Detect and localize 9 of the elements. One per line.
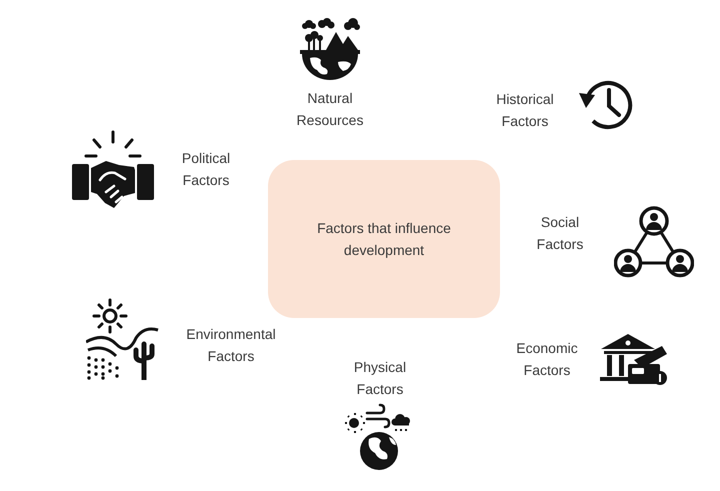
factor-label: Natural Resources <box>296 89 364 130</box>
factor-label: Physical Factors <box>354 358 406 399</box>
factor-label: Environmental Factors <box>186 325 276 366</box>
factor-label: Political Factors <box>182 149 230 190</box>
factor-label: Economic Factors <box>516 339 578 380</box>
factor-label: Social Factors <box>536 213 584 254</box>
topic-box <box>268 160 500 318</box>
factor-label: Historical Factors <box>496 90 554 131</box>
topic-text: Factors that influence development <box>316 219 452 260</box>
